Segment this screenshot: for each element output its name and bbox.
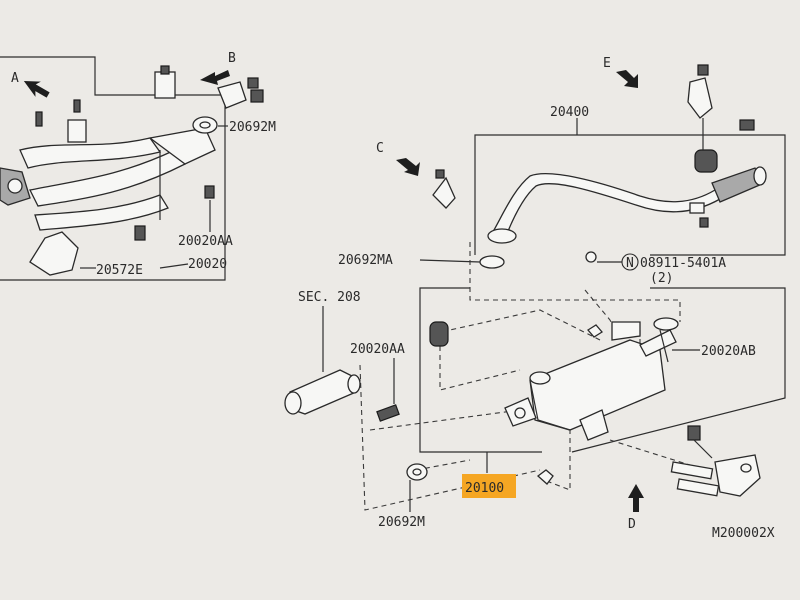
label-20020: 20020 <box>188 257 227 272</box>
tail-clip <box>689 202 705 214</box>
front-pipe-flange-joint <box>148 127 216 165</box>
tail-pipe-frame <box>474 134 786 256</box>
nut-code-circle <box>621 253 639 271</box>
front-pipe-group: A B 20692M 20020AA 20572E 20020 <box>0 51 276 281</box>
label-sec208: SEC. 208 <box>298 290 361 305</box>
muffler-outlet-pipe <box>639 329 677 357</box>
front-pipe-third <box>34 194 169 231</box>
front-pipe-upper <box>19 137 162 169</box>
stud-20020ab <box>659 329 669 363</box>
tail-rubber-hanger <box>694 149 718 173</box>
label-20020aa-mid: 20020AA <box>350 342 405 357</box>
leader-20692ma <box>419 259 481 263</box>
arrow-e-label: E <box>603 56 611 71</box>
left-bolt-20020aa <box>134 225 146 241</box>
muffler-frame-left <box>419 287 542 453</box>
b-view-nut <box>250 89 264 103</box>
muffler-outlet-flange <box>653 317 679 331</box>
c-view-hanger <box>432 176 456 209</box>
b-view-nut-2 <box>247 77 259 89</box>
tail-hanger-nut <box>697 64 709 76</box>
muffler-bracket <box>579 409 609 441</box>
muffler-frame-right <box>571 287 786 453</box>
nut-08911 <box>585 251 597 263</box>
arrow-a-label: A <box>11 71 19 86</box>
muffler-group: 20020AB 20020AA SEC. 208 20692M 20100 <box>284 242 786 530</box>
heat-shield-20572e <box>29 231 79 276</box>
tail-pipe-inlet-flange <box>487 228 517 244</box>
label-20572e: 20572E <box>96 263 143 278</box>
view-d-group: D <box>628 425 761 532</box>
arrow-a: A <box>11 71 50 98</box>
arrow-e: E <box>603 56 638 88</box>
dash-bracket <box>609 439 691 466</box>
arrow-c-label: C <box>376 141 384 156</box>
label-nut-n: N <box>626 256 634 271</box>
c-view-nut <box>435 169 445 179</box>
view-d-bolt-1 <box>670 461 714 480</box>
leader-20020 <box>159 263 189 269</box>
gasket-20692m-bottom-hole <box>412 468 422 476</box>
arrow-b: B <box>200 51 236 85</box>
label-nut-code: 08911-5401A <box>640 256 726 271</box>
view-d-bolt-2 <box>676 478 720 497</box>
label-20100: 20100 <box>465 481 504 496</box>
tail-pipe-tube <box>493 173 721 237</box>
label-20020ab: 20020AB <box>701 344 756 359</box>
flange-bolt-small <box>204 185 215 199</box>
tail-pipe-group: 20400 C E N 08911-5401A (2) <box>338 56 786 286</box>
front-hanger-bolt <box>160 65 170 75</box>
label-20692m-bottom: 20692M <box>378 515 425 530</box>
tail-muffler-end <box>753 166 767 186</box>
arrow-c: C <box>376 141 420 176</box>
muffler-inlet-hole <box>514 407 526 419</box>
view-d-bracket <box>714 454 761 497</box>
clamp-bolt <box>73 99 81 113</box>
arrow-b-label: B <box>228 51 236 66</box>
label-nut-qty: (2) <box>650 271 673 286</box>
label-20020aa-left: 20020AA <box>178 234 233 249</box>
arrow-d-label: D <box>628 517 636 532</box>
dash-inlet <box>469 242 681 322</box>
view-d-top-bolt <box>687 425 701 441</box>
muffler-rubber-hanger <box>429 321 449 347</box>
dash-bolt <box>369 409 521 431</box>
manifold-flange <box>7 178 23 194</box>
label-20400: 20400 <box>550 105 589 120</box>
label-20692ma: 20692MA <box>338 253 393 268</box>
arrow-d <box>628 484 644 512</box>
bolt-20020aa-mid <box>376 404 400 422</box>
gasket-20692ma <box>479 255 505 269</box>
front-pipe-gasket-hole <box>199 121 211 129</box>
left-stud-bolt <box>35 111 43 127</box>
tail-hanger-bracket <box>687 77 713 119</box>
front-hanger-bracket <box>154 71 176 99</box>
muffler-top-nut <box>587 324 603 338</box>
highlight-20100 <box>462 474 516 498</box>
view-d-bracket-hole <box>740 463 752 473</box>
tail-clip-nut <box>699 217 709 228</box>
cat-converter-outlet <box>347 374 361 394</box>
muffler-top-bracket <box>611 321 641 341</box>
muffler-front-edge <box>529 379 571 431</box>
dash-top <box>449 309 601 341</box>
muffler-inlet-lip <box>529 371 551 385</box>
b-view-bracket <box>217 81 247 109</box>
cat-converter-inlet <box>284 391 302 415</box>
dash-hanger <box>439 346 521 391</box>
dash-top-right <box>584 289 621 341</box>
label-20692m-top: 20692M <box>229 120 276 135</box>
clamp-bracket <box>67 119 87 143</box>
view-d-link <box>693 439 713 459</box>
muffler-lower-nut <box>536 469 554 485</box>
figure-code: M200002X <box>712 526 775 541</box>
tail-hanger-bolt <box>739 119 755 131</box>
muffler-body <box>529 339 666 431</box>
